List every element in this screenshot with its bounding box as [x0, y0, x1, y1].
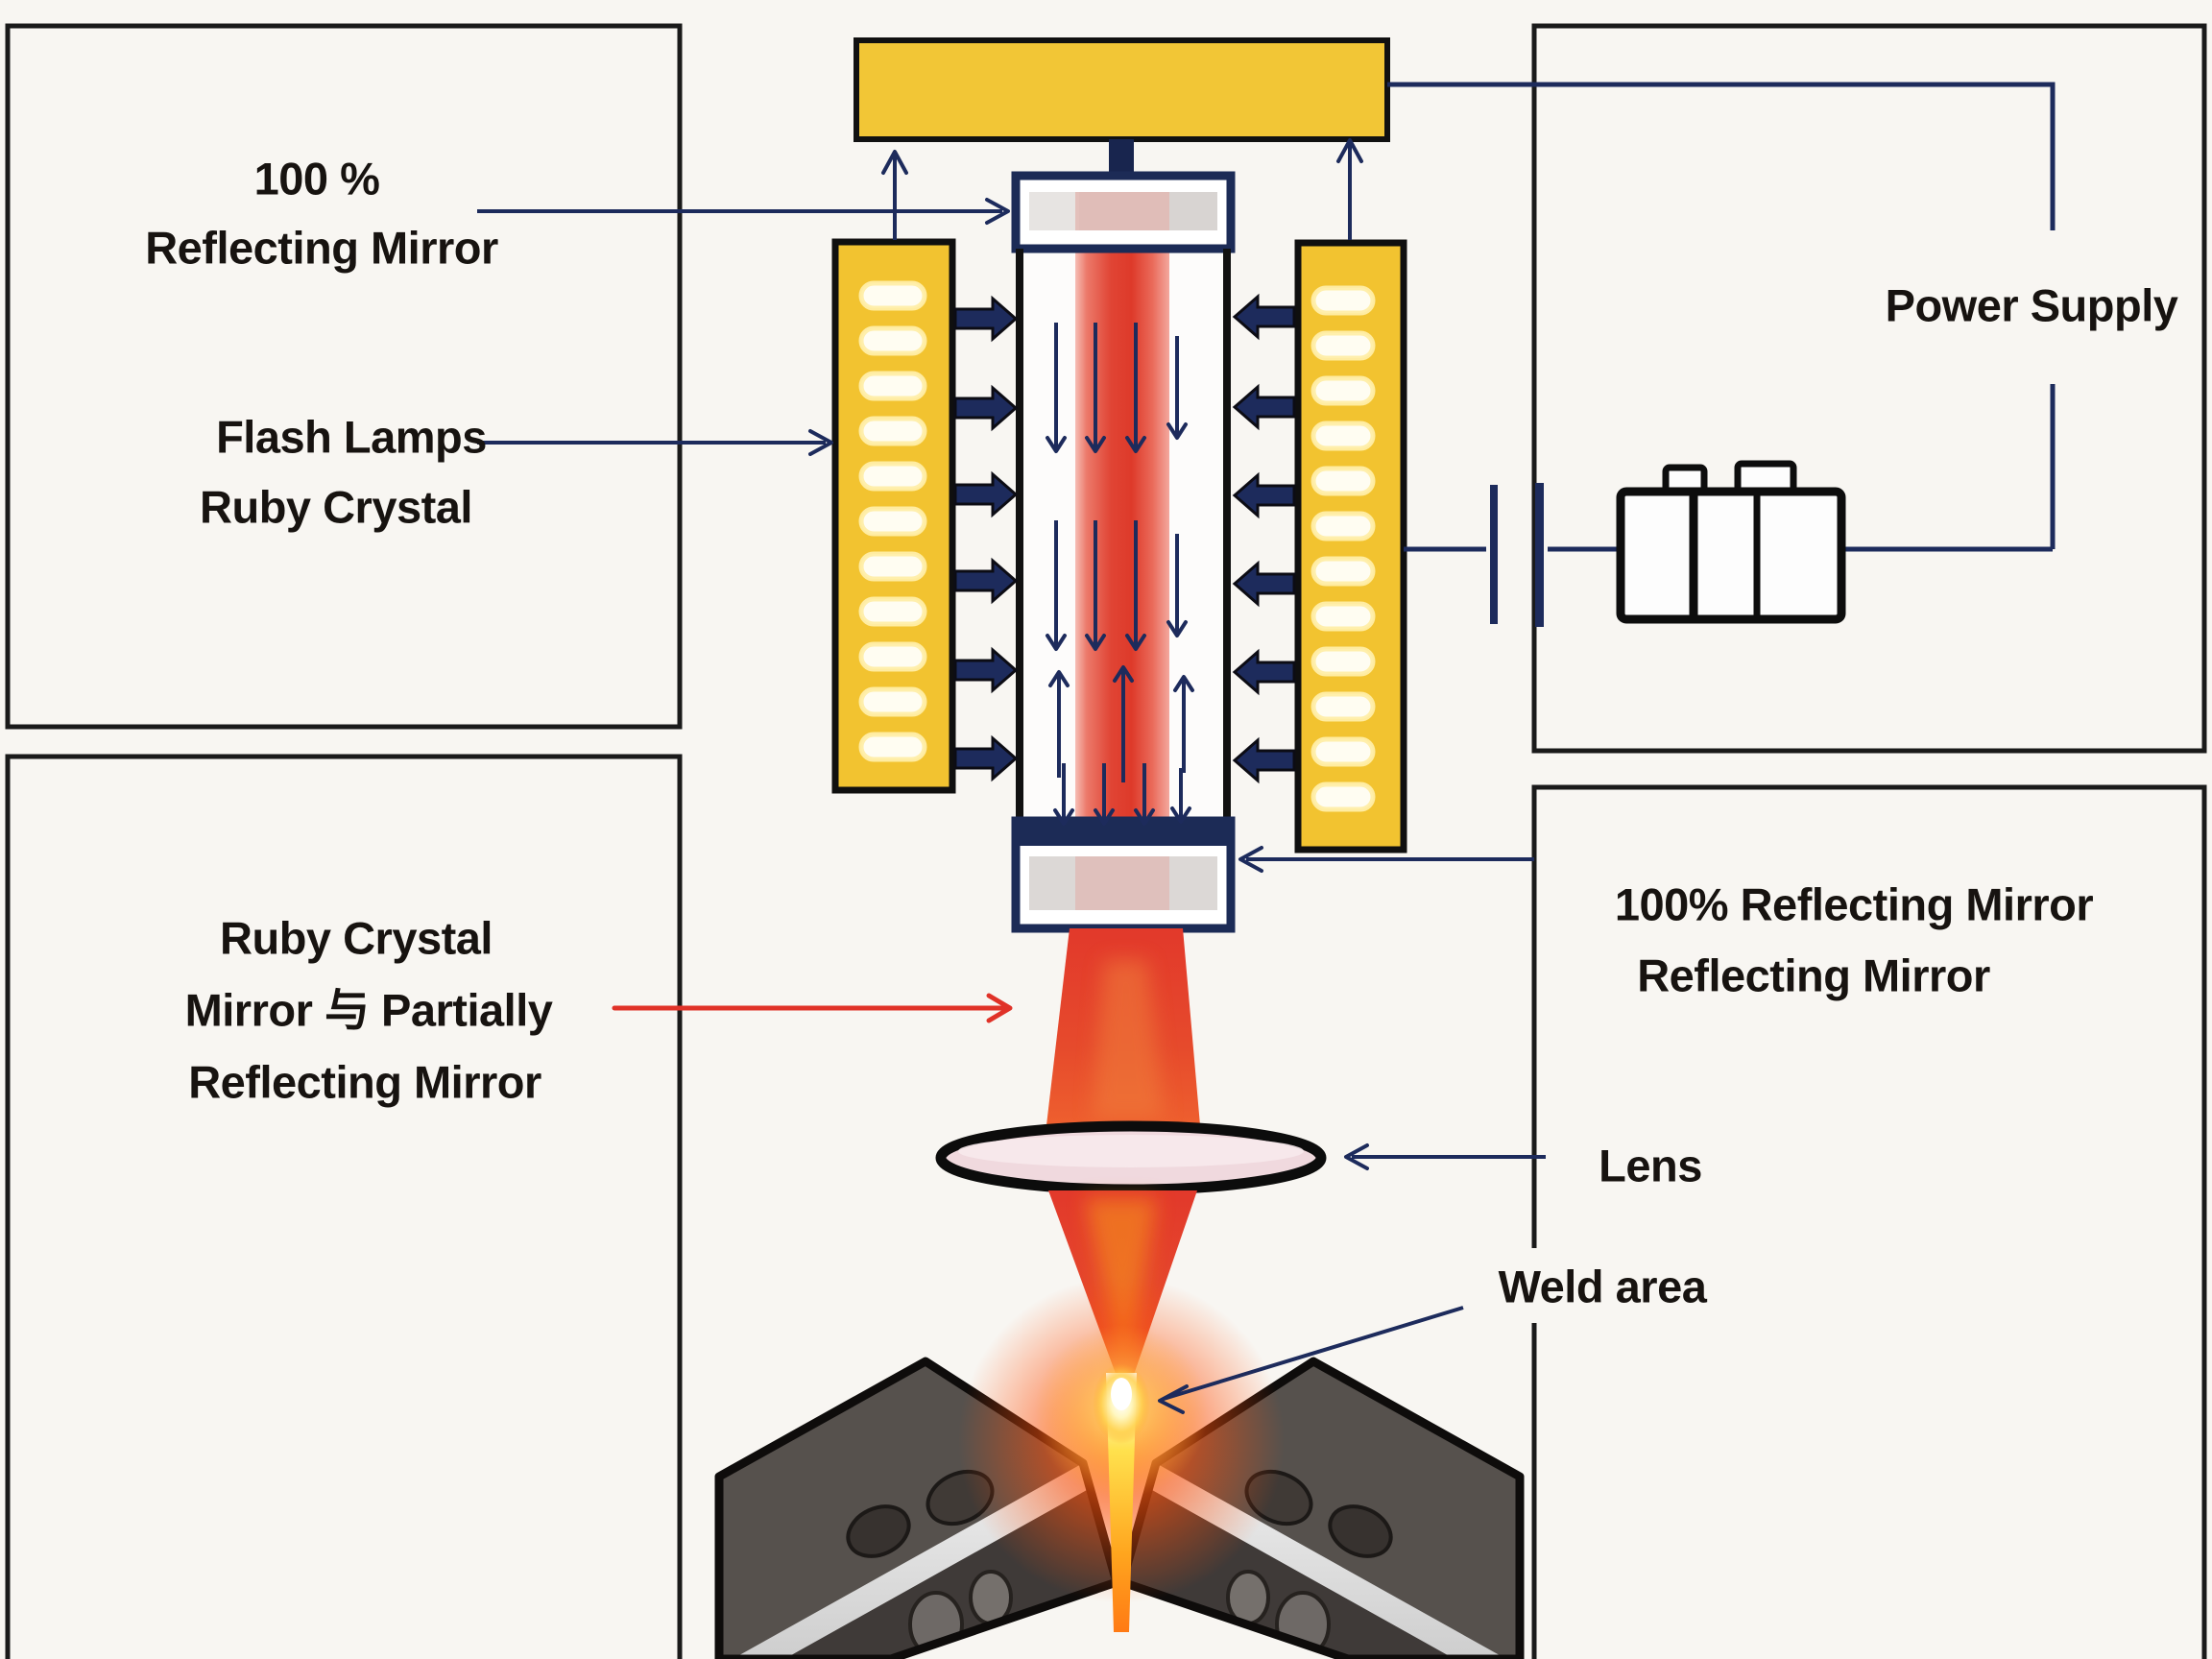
battery — [1616, 460, 1846, 624]
photon-arrows — [1046, 323, 1194, 826]
lamp-bulb — [1310, 466, 1376, 496]
lamp-bulb — [858, 732, 927, 762]
pump-light-arrows — [953, 293, 1296, 784]
lamp-bulb — [858, 551, 927, 582]
photon-arrowhead — [1046, 634, 1067, 651]
label-ruby-crystal-line3: Reflecting Mirror — [188, 1056, 541, 1108]
label-ruby-crystal-line1: Ruby Crystal — [220, 912, 493, 964]
pump-light-arrow — [1232, 560, 1296, 608]
lamp-bulb — [858, 686, 927, 717]
photon-arrowhead — [1085, 634, 1106, 651]
lamp-bulb — [858, 506, 927, 537]
label-flash-lamps-line2: Ruby Crystal — [200, 481, 472, 533]
top-right-label-box — [1531, 23, 2207, 754]
photon-arrowhead — [1085, 436, 1106, 453]
photon-arrowhead — [1046, 436, 1067, 453]
photon-arrowhead — [1170, 806, 1191, 824]
lamp-bulb — [1310, 375, 1376, 406]
pump-light-arrow — [953, 734, 1019, 782]
lamp-bulb — [858, 371, 927, 401]
weld-glow — [958, 1277, 1285, 1632]
label-top-mirror-line1: 100 % — [253, 153, 380, 204]
photon-arrowhead — [1125, 436, 1146, 453]
lamp-bulb — [1310, 330, 1376, 361]
label-flash-lamps-line1: Flash Lamps — [216, 411, 487, 463]
pump-light-arrow — [1232, 736, 1296, 784]
power-supply-bar — [854, 37, 1390, 142]
bottom-left-label-box — [5, 754, 683, 1659]
lamp-bulb — [858, 325, 927, 356]
pump-light-arrow — [1232, 471, 1296, 519]
capacitor-plate-right — [1535, 483, 1544, 627]
label-ruby-crystal-line2: Mirror 与 Partially — [184, 984, 553, 1036]
label-top-mirror-line2: Reflecting Mirror — [145, 222, 498, 274]
pump-light-arrow — [1232, 648, 1296, 696]
pump-light-arrow — [1232, 293, 1296, 341]
cavity-wall-left — [1016, 249, 1023, 826]
pump-light-arrow — [953, 470, 1019, 518]
label-power-supply: Power Supply — [1885, 279, 2178, 331]
excitation-arrow-left — [881, 150, 908, 240]
lamp-bulb — [1310, 601, 1376, 632]
photon-arrowhead — [1173, 675, 1194, 692]
lens-label-arrow — [1344, 1143, 1546, 1170]
pump-light-arrow — [953, 557, 1019, 605]
pump-light-arrow — [1232, 383, 1296, 431]
flash-lamp-left — [831, 238, 956, 794]
lamp-bulb — [858, 416, 927, 446]
power-supply-circuit — [1387, 82, 2056, 627]
pump-light-arrow — [953, 384, 1019, 432]
ruby-crystal-label-arrow — [612, 993, 1013, 1023]
photon-arrowhead — [1113, 665, 1134, 683]
photon-arrowhead — [1053, 808, 1074, 826]
lamp-bulb — [1310, 556, 1376, 587]
photon-arrowhead — [1048, 670, 1070, 687]
top-mirror-label-arrow — [477, 198, 1010, 225]
label-right-mirror-line2: Reflecting Mirror — [1637, 950, 1990, 1001]
label-right-mirror-line1: 100% Reflecting Mirror — [1614, 878, 2094, 930]
bottom-right-label-box — [1531, 784, 2207, 1659]
lamp-bulb — [1310, 285, 1376, 316]
top-reflecting-mirror — [1011, 171, 1236, 253]
photon-arrowhead — [1166, 620, 1188, 637]
flash-lamp-right — [1294, 239, 1407, 854]
photon-arrowhead — [1125, 634, 1146, 651]
lamp-bulb — [858, 461, 927, 492]
cavity-wall-right — [1223, 249, 1231, 826]
lamp-bulb — [1310, 646, 1376, 677]
lamp-bulb — [1310, 421, 1376, 451]
capacitor-plate-left — [1490, 485, 1498, 624]
photon-arrowhead — [1134, 808, 1155, 826]
weld-area-pointer — [1158, 1306, 1464, 1414]
beam-orange-core-upper — [1093, 960, 1164, 1118]
lamp-bulb — [1310, 691, 1376, 722]
bottom-reflecting-mirror — [1011, 816, 1236, 933]
pump-light-arrow — [953, 295, 1019, 343]
photon-arrowhead — [1094, 808, 1115, 826]
right-mirror-label-arrow — [1238, 846, 1534, 873]
flash-lamps-label-arrow — [477, 429, 833, 456]
lamp-bulb — [858, 280, 927, 311]
lamp-bulb — [858, 596, 927, 627]
top-left-label-box — [5, 23, 683, 730]
excitation-arrow-right — [1336, 138, 1363, 240]
lamp-bulb — [1310, 781, 1376, 812]
label-weld-area: Weld area — [1498, 1261, 1707, 1312]
pump-light-arrow — [953, 646, 1019, 694]
label-lens: Lens — [1599, 1140, 1702, 1191]
lamp-bulb — [858, 641, 927, 672]
lamp-bulb — [1310, 511, 1376, 541]
photon-arrowhead — [1166, 422, 1188, 440]
focusing-lens — [935, 1120, 1327, 1195]
lamp-bulb — [1310, 736, 1376, 767]
